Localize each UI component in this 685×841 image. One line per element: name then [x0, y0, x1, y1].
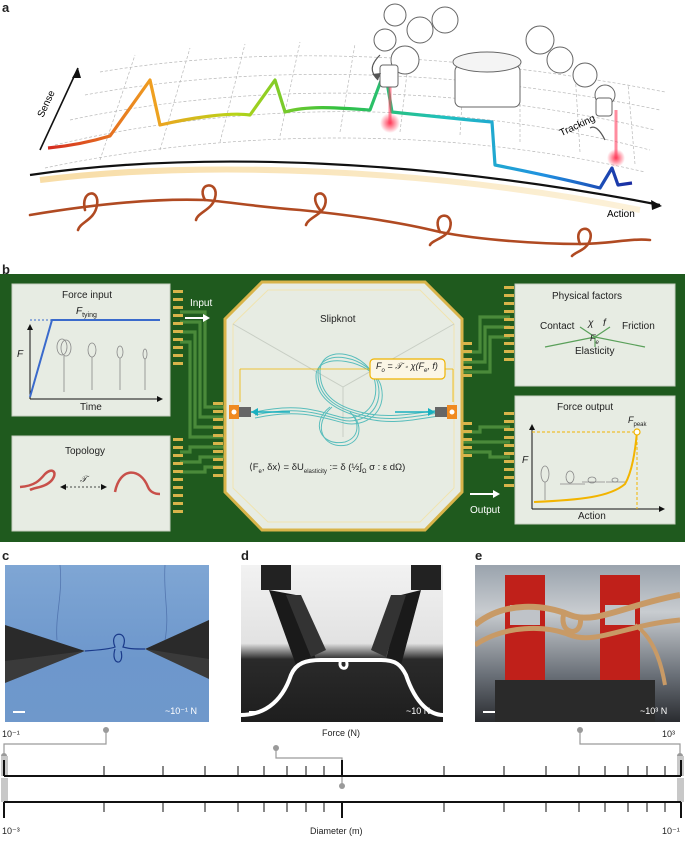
topology-box	[11, 435, 171, 532]
rope-with-loops	[28, 184, 652, 258]
force-output-title: Force output	[557, 402, 614, 413]
diameter-axis-title: Diameter (m)	[310, 826, 363, 836]
elasticity-label: Elasticity	[575, 346, 615, 357]
action-label: Action	[607, 209, 635, 220]
panel-a-illustration: Sense Action Tracking	[28, 3, 666, 258]
topology-diagram	[19, 469, 161, 496]
f-label: f	[603, 318, 606, 329]
sense-signal-curve	[47, 68, 633, 190]
force-output-graph	[529, 424, 665, 512]
force-output-y-axis-label: F	[522, 455, 529, 466]
f-tying-label: Ftying	[76, 306, 97, 319]
output-label: Output	[470, 505, 501, 516]
physical-factors-title: Physical factors	[552, 291, 623, 302]
topology-symbol: 𝒯	[80, 474, 87, 484]
force-input-y-axis-label: F	[17, 349, 24, 360]
force-input-x-axis-label: Time	[80, 402, 102, 413]
sense-axis	[39, 67, 79, 151]
scale-bar-d	[249, 711, 261, 713]
force-label-e: ~10³ N	[640, 706, 668, 716]
diameter-axis-max: 10⁻¹	[662, 826, 680, 836]
panel-b-letter: b	[2, 262, 10, 277]
force-input-graph	[27, 319, 163, 402]
formula-fo: Fo = 𝒯 ∘ χ(Fe, f)	[376, 361, 438, 374]
input-label: Input	[190, 298, 213, 309]
sense-label: Sense	[36, 89, 58, 120]
formula-box	[369, 358, 446, 380]
action-axis	[29, 160, 661, 207]
force-input-title: Force input	[62, 290, 113, 301]
energy-equation: ⟨Fe, δx⟩ = δUelasticity := δ (½∫Ω σ : ε …	[249, 462, 406, 475]
force-axis-min: 10⁻¹	[2, 729, 20, 739]
chi-label: χ	[588, 318, 594, 329]
fpeak-label: Fpeak	[628, 415, 647, 428]
slipknot-title: Slipknot	[320, 314, 356, 325]
scale-axes	[1, 727, 684, 818]
scale-bar-c	[13, 711, 25, 713]
photo-gripper-knot: ~10 N	[241, 565, 443, 722]
panel-d-letter: d	[241, 548, 249, 563]
force-axis-max: 10³	[662, 729, 676, 739]
gold-pins	[173, 286, 514, 513]
force-label-d: ~10 N	[406, 706, 431, 716]
force-axis-title: Force (N)	[322, 728, 360, 738]
panel-e-letter: e	[475, 548, 483, 563]
diameter-axis-min: 10⁻³	[2, 826, 20, 836]
force-output-box	[514, 395, 676, 525]
photo-robot-rope: ~10³ N	[475, 565, 680, 722]
scale-bar-e	[483, 711, 495, 713]
fe-label: Fe	[590, 333, 599, 346]
robot-illustration	[373, 3, 616, 117]
contact-label: Contact	[540, 321, 575, 332]
panel-b-circuit-board	[0, 274, 685, 542]
force-output-x-axis-label: Action	[578, 511, 606, 522]
topology-title: Topology	[65, 446, 106, 457]
physical-factors-box	[514, 283, 676, 387]
right-gripper	[395, 405, 457, 419]
panel-c-letter: c	[2, 548, 10, 563]
panel-a-letter: a	[2, 0, 10, 15]
left-gripper	[229, 405, 290, 419]
friction-label: Friction	[622, 321, 655, 332]
photo-thin-knot: ~10⁻¹ N	[5, 565, 209, 722]
force-label-c: ~10⁻¹ N	[165, 706, 198, 716]
